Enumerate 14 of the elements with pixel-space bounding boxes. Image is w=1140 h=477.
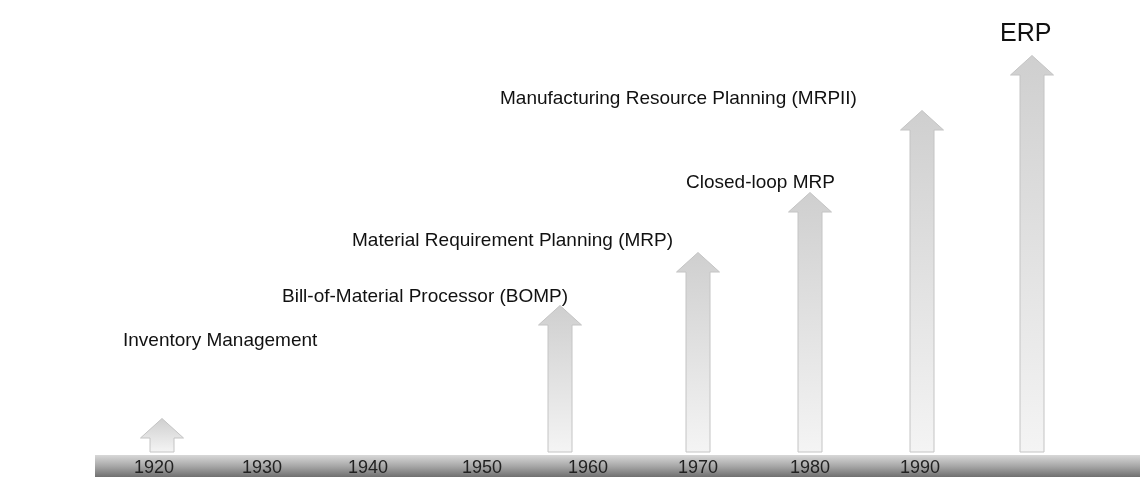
year-label: 1950	[462, 457, 503, 477]
year-label: 1960	[568, 457, 609, 477]
milestone-label: Inventory Management	[123, 328, 318, 351]
milestone-label: Bill-of-Material Processor (BOMP)	[282, 284, 569, 307]
milestone-label: ERP	[1000, 18, 1052, 47]
year-label: 1930	[242, 457, 283, 477]
year-label: 1970	[678, 457, 719, 477]
milestone-label: Material Requirement Planning (MRP)	[352, 228, 673, 251]
year-label: 1920	[134, 457, 175, 477]
year-label: 1980	[790, 457, 831, 477]
year-label: 1940	[348, 457, 389, 477]
milestone-label: Closed-loop MRP	[686, 170, 835, 193]
year-label: 1990	[900, 457, 941, 477]
milestone-label: Manufacturing Resource Planning (MRPII)	[500, 86, 857, 109]
